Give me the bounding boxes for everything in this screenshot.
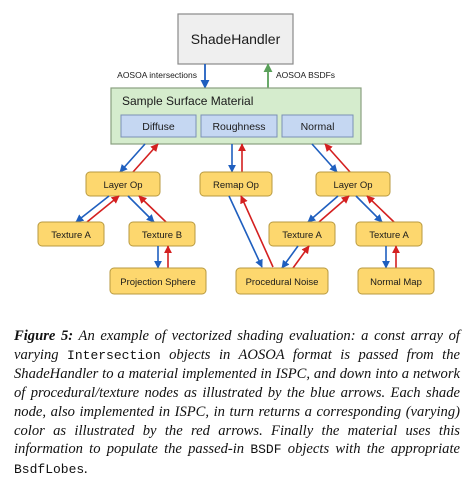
layer-op-left-label: Layer Op [103, 180, 142, 191]
caption-text-2: objects in AOSOA format is passed from t… [14, 346, 460, 458]
procedural-noise-label: Procedural Noise [246, 277, 319, 288]
caption-code-bsdflobes: BsdfLobes [14, 461, 85, 477]
texture-a-right-node [355, 221, 423, 247]
arrow-texa-left-to-layerop [86, 195, 120, 223]
shading-network-diagram: ShadeHandler AOSOA intersections AOSOA B… [37, 13, 435, 295]
aosoa-intersections-label: AOSOA intersections [117, 70, 197, 80]
slot-roughness-label: Roughness [212, 121, 265, 133]
arrow-noise-to-texa-mid [292, 245, 310, 269]
arrow-texa-right-to-layerop [366, 195, 395, 223]
projection-sphere-node [109, 267, 207, 295]
slot-diffuse [120, 114, 197, 138]
material-title: Sample Surface Material [122, 94, 253, 108]
texture-b-label: Texture B [142, 230, 182, 241]
layer-op-right-node [315, 171, 391, 197]
arrow-remap-to-noise [228, 195, 263, 268]
arrow-layerop-to-texa-left [75, 195, 110, 223]
shade-handler-box [177, 13, 294, 65]
normal-map-node [357, 267, 435, 295]
texture-a-mid-label: Texture A [282, 230, 322, 241]
arrow-layerop-to-texb [127, 195, 155, 223]
aosoa-bsdfs-label: AOSOA BSDFs [276, 70, 335, 80]
figure-caption: Figure 5: An example of vectorized shadi… [14, 327, 460, 480]
arrow-texb-to-layerop [138, 195, 167, 223]
arrow-layerop-to-normal [324, 143, 351, 173]
slot-normal-label: Normal [301, 121, 335, 133]
arrow-texa-mid-to-layerop [318, 195, 350, 223]
layer-op-left-node [85, 171, 161, 197]
texture-a-right-label: Texture A [369, 230, 409, 241]
arrow-noise-to-remap [240, 195, 274, 268]
arrow-diffuse-to-layerop [119, 143, 146, 173]
normal-map-label: Normal Map [370, 277, 422, 288]
texture-a-left-label: Texture A [51, 230, 91, 241]
caption-text-4: . [84, 460, 88, 477]
texture-a-left-node [37, 221, 105, 247]
figure-label: Figure 5: [14, 328, 74, 344]
slot-diffuse-label: Diffuse [142, 121, 175, 133]
arrow-texa-mid-to-noise [281, 245, 299, 269]
caption-text-3: objects with the appropriate [281, 441, 460, 458]
arrow-layerop-to-texa-right [355, 195, 383, 223]
projection-sphere-label: Projection Sphere [120, 277, 196, 288]
caption-code-intersection: Intersection [67, 347, 161, 363]
remap-op-label: Remap Op [213, 180, 259, 191]
slot-roughness [200, 114, 278, 138]
arrow-normal-to-layerop [311, 143, 338, 173]
caption-code-bsdf: BSDF [250, 442, 282, 458]
arrow-layerop-to-diffuse [132, 143, 159, 173]
arrow-layerop-to-texa-mid [307, 195, 339, 223]
procedural-noise-node [235, 267, 329, 295]
shade-handler-label: ShadeHandler [191, 31, 281, 47]
caption-text-1: An example of vectorized shading evaluat… [14, 328, 460, 363]
remap-op-node [199, 171, 273, 197]
texture-b-node [128, 221, 196, 247]
layer-op-right-label: Layer Op [333, 180, 372, 191]
slot-normal [281, 114, 354, 138]
